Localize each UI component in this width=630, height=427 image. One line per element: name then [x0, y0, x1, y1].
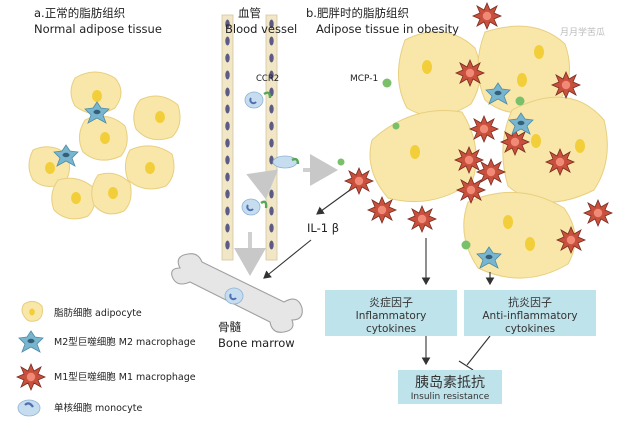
vessel-nucleus — [269, 19, 274, 29]
vessel-nucleus — [269, 138, 274, 148]
bone-marrow-label-zh: 骨髓 — [218, 320, 241, 334]
m1-macrophage-icon — [469, 115, 499, 143]
panel-b-title-zh: b.肥胖时的脂肪组织 — [306, 6, 409, 20]
m1-macrophage-icon — [551, 71, 581, 99]
mcp1-dot — [382, 78, 392, 88]
legend-m1-label: M1型巨噬细胞 M1 macrophage — [54, 372, 196, 383]
blood-vessel — [221, 14, 278, 261]
monocyte-icon — [241, 198, 261, 216]
vessel-nucleus — [225, 53, 230, 63]
adipocyte-cell — [502, 96, 608, 203]
vessel-nucleus — [225, 223, 230, 233]
anti-inflammatory-label-en1: Anti-inflammatory — [482, 310, 578, 322]
monocyte-migration — [234, 91, 338, 276]
legend-adipocyte-label: 脂肪细胞 adipocyte — [54, 308, 142, 319]
vessel-nucleus — [269, 155, 274, 165]
panel-b-title-en: Adipose tissue in obesity — [316, 22, 459, 36]
vessel-nucleus — [269, 206, 274, 216]
vessel-nucleus — [269, 70, 274, 80]
legend-icons — [16, 300, 46, 417]
vessel-nucleus — [269, 121, 274, 131]
obese-adipose-cluster — [337, 2, 613, 279]
vessel-nucleus — [269, 223, 274, 233]
vessel-nucleus — [225, 121, 230, 131]
m2-macrophage-icon — [18, 330, 44, 353]
vessel-nucleus — [269, 104, 274, 114]
m1-macrophage-icon — [545, 148, 575, 176]
anti-inflammatory-label-zh: 抗炎因子 — [508, 296, 552, 309]
vessel-nucleus — [225, 172, 230, 182]
vessel-nucleus — [225, 70, 230, 80]
m1-macrophage-icon — [456, 176, 486, 204]
mcp1-dot — [337, 158, 345, 166]
m1-macrophage-icon — [500, 128, 530, 156]
vessel-nucleus — [225, 240, 230, 250]
mcp1-dot — [515, 96, 525, 106]
bone-marrow-label-en: Bone marrow — [218, 336, 295, 350]
normal-adipose-cluster — [28, 71, 181, 220]
il1b-label: IL-1 β — [307, 221, 340, 235]
mcp1-dot — [461, 240, 471, 250]
m1-macrophage-icon — [472, 2, 502, 30]
vessel-nucleus — [225, 138, 230, 148]
adipocyte-cell — [369, 110, 477, 203]
monocyte-icon — [272, 155, 298, 169]
inflammatory-cytokines-box: 炎症因子 Inflammatory cytokines — [325, 290, 457, 336]
inflammatory-label-en2: cytokines — [365, 323, 417, 336]
anti-inflammatory-cytokines-box: 抗炎因子 Anti-inflammatory cytokines — [464, 290, 596, 336]
m1-macrophage-icon — [16, 363, 46, 391]
m1-macrophage-icon — [476, 158, 506, 186]
m1-macrophage-icon — [367, 196, 397, 224]
panel-a-title-en: Normal adipose tissue — [34, 22, 162, 36]
ccr2-label: CCR2 — [256, 74, 280, 84]
adipocyte-cell — [397, 31, 481, 117]
mcp1-dot — [392, 122, 400, 130]
m1-macrophage-icon — [455, 59, 485, 87]
monocyte-icon — [17, 399, 41, 417]
panel-a-title-zh: a.正常的脂肪组织 — [34, 6, 126, 20]
vessel-nucleus — [269, 53, 274, 63]
vessel-nucleus — [225, 19, 230, 29]
m1-macrophage-icon — [454, 146, 484, 174]
vessel-nucleus — [269, 189, 274, 199]
vessel-label-en: Blood vessel — [225, 22, 298, 36]
vessel-nucleus — [269, 36, 274, 46]
m1-macrophage-icon — [407, 205, 437, 233]
insulin-resistance-label-en: Insulin resistance — [410, 392, 490, 402]
flow-arrows — [263, 189, 495, 371]
bone-illustration — [171, 253, 303, 333]
legend-monocyte-label: 单核细胞 monocyte — [54, 403, 143, 414]
anti-inflammatory-label-en2: cytokines — [504, 323, 556, 336]
monocyte-icon — [244, 91, 264, 109]
monocyte-icon — [224, 287, 244, 305]
vessel-nucleus — [225, 206, 230, 216]
vessel-nucleus — [225, 189, 230, 199]
inflammatory-label-zh: 炎症因子 — [369, 296, 413, 309]
adipocyte-cell — [463, 191, 576, 279]
m1-macrophage-icon — [556, 226, 586, 254]
vessel-nucleus — [269, 240, 274, 250]
m1-macrophage-icon — [583, 199, 613, 227]
watermark: 月月学苦瓜 — [560, 28, 606, 38]
vessel-label-zh: 血管 — [238, 6, 261, 20]
inflammatory-label-en1: Inflammatory — [355, 310, 427, 322]
mcp1-label: MCP-1 — [350, 74, 379, 84]
vessel-nucleus — [225, 155, 230, 165]
insulin-resistance-box: 胰岛素抵抗 Insulin resistance — [398, 370, 502, 404]
legend-m2-label: M2型巨噬细胞 M2 macrophage — [54, 337, 196, 348]
vessel-nucleus — [225, 87, 230, 97]
insulin-resistance-label-zh: 胰岛素抵抗 — [415, 375, 485, 391]
vessel-nucleus — [225, 36, 230, 46]
vessel-nucleus — [225, 104, 230, 114]
